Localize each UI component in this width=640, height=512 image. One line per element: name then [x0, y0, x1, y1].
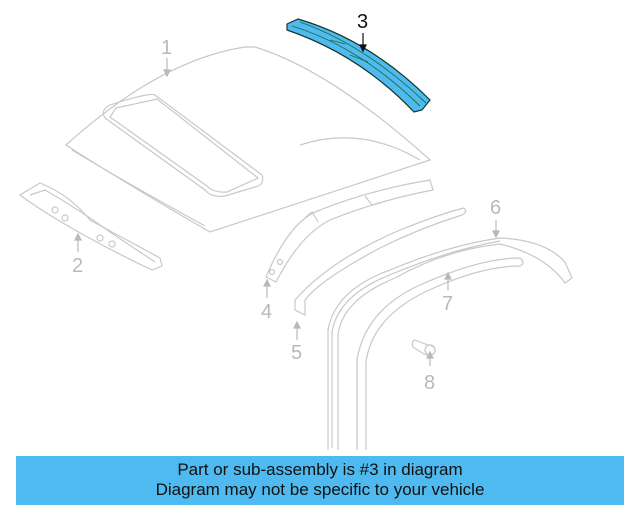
drip-channel-inner[interactable] [356, 257, 524, 450]
clip[interactable] [411, 339, 436, 356]
callout-5[interactable]: 5 [291, 342, 303, 364]
roof-molding[interactable] [294, 207, 467, 316]
drip-channel-outer[interactable] [327, 237, 573, 450]
pillar-reinforcement[interactable] [265, 179, 434, 283]
roof-rail-highlighted[interactable] [286, 18, 431, 113]
leader-arrows [74, 58, 500, 366]
banner-line-1: Part or sub-assembly is #3 in diagram [177, 460, 463, 479]
roof-panel[interactable] [65, 46, 432, 233]
callout-8[interactable]: 8 [424, 372, 436, 394]
callout-7[interactable]: 7 [442, 293, 454, 315]
roof-bow[interactable] [18, 182, 163, 271]
leader-arrow-3 [359, 33, 367, 53]
callout-4[interactable]: 4 [261, 301, 273, 323]
callout-6[interactable]: 6 [490, 197, 502, 219]
callout-2[interactable]: 2 [72, 255, 84, 277]
info-banner: Part or sub-assembly is #3 in diagram Di… [16, 456, 624, 505]
banner-line-2: Diagram may not be specific to your vehi… [155, 480, 485, 499]
callout-1[interactable]: 1 [161, 37, 173, 59]
callout-3[interactable]: 3 [357, 11, 369, 33]
